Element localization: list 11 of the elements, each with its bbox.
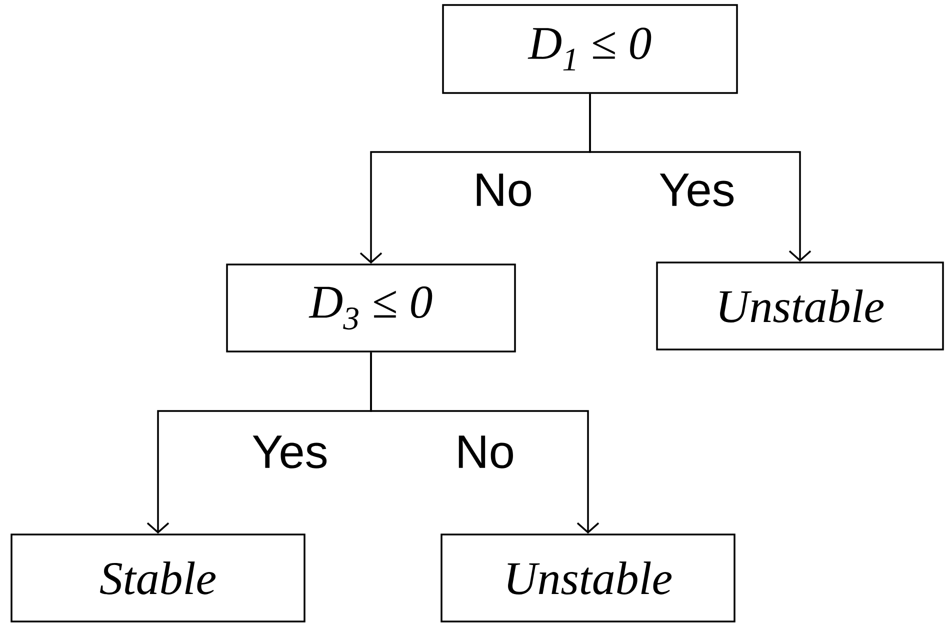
edge-label: Yes [658,172,736,208]
process-box: D$_{3}$ ≤ 0 [226,264,516,352]
edge-label: No [454,434,516,470]
process-box: Unstable [440,534,736,622]
edge-label: Yes [250,434,330,470]
arrow [589,94,812,262]
edge-label: No [472,172,534,208]
arrow [370,352,600,534]
process-box: D$_{1}$ ≤ 0 [442,4,738,94]
process-box: Stable [10,534,306,622]
process-box: Unstable [656,262,944,350]
